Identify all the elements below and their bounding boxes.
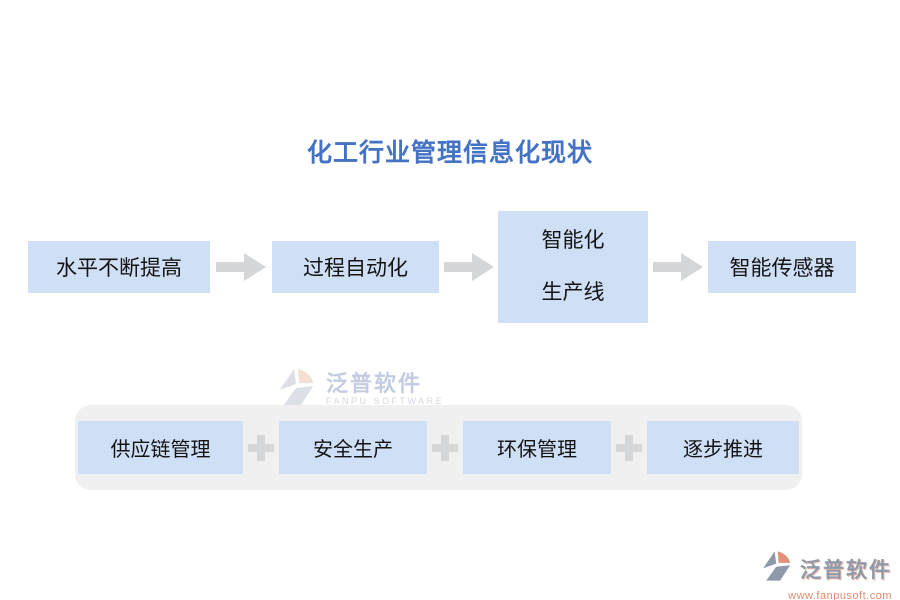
fanpu-footer-logo: 泛普软件 www.fanpusoft.com [760,549,892,600]
panel-item-label: 环保管理 [497,439,577,461]
fanpu-pinwheel-icon [760,549,794,588]
flow-step-process-automation: 过程自动化 [272,241,439,293]
flow-step-label-line2: 生产线 [541,281,605,304]
flow-step-smart-sensor: 智能传感器 [708,241,856,293]
arrow-right-icon [210,252,272,282]
flow-step-smart-production-line: 智能化 生产线 [498,211,648,323]
watermark-text: 泛普软件 FANPU SOFTWARE [326,372,444,407]
panel-item-supply-chain: 供应链管理 [78,421,243,474]
plus-icon [248,434,274,461]
flow-row: 水平不断提高 过程自动化 智能化 生产线 智能传感器 [28,211,856,323]
footer-url: www.fanpusoft.com [788,590,892,600]
page-title: 化工行业管理信息化现状 [306,139,593,167]
arrow-right-icon [648,252,708,282]
watermark-subtitle: FANPU SOFTWARE [326,396,445,406]
flow-step-level-improve: 水平不断提高 [28,241,210,293]
panel-item-label: 供应链管理 [110,439,211,461]
panel-item-step-by-step: 逐步推进 [647,421,799,474]
flow-step-label-line1: 智能化 [541,229,605,252]
flow-step-label: 智能传感器 [729,257,835,280]
watermark-brand: 泛普软件 [326,371,423,396]
flow-step-label: 水平不断提高 [56,257,182,280]
flow-step-label: 过程自动化 [303,257,408,280]
panel-item-safety-production: 安全生产 [279,421,427,474]
bottom-panel: 供应链管理 安全生产 环保管理 逐步推进 [75,405,802,490]
panel-item-environment-management: 环保管理 [463,421,611,474]
fanpu-pinwheel-icon [276,366,318,413]
panel-item-label: 逐步推进 [683,439,763,461]
plus-icon [616,434,642,461]
footer-logo-row: 泛普软件 [760,549,892,588]
plus-icon [432,434,458,461]
fanpu-watermark: 泛普软件 FANPU SOFTWARE [276,366,444,413]
arrow-right-icon [439,252,498,282]
footer-brand: 泛普软件 [800,558,892,582]
panel-item-label: 安全生产 [313,439,393,461]
